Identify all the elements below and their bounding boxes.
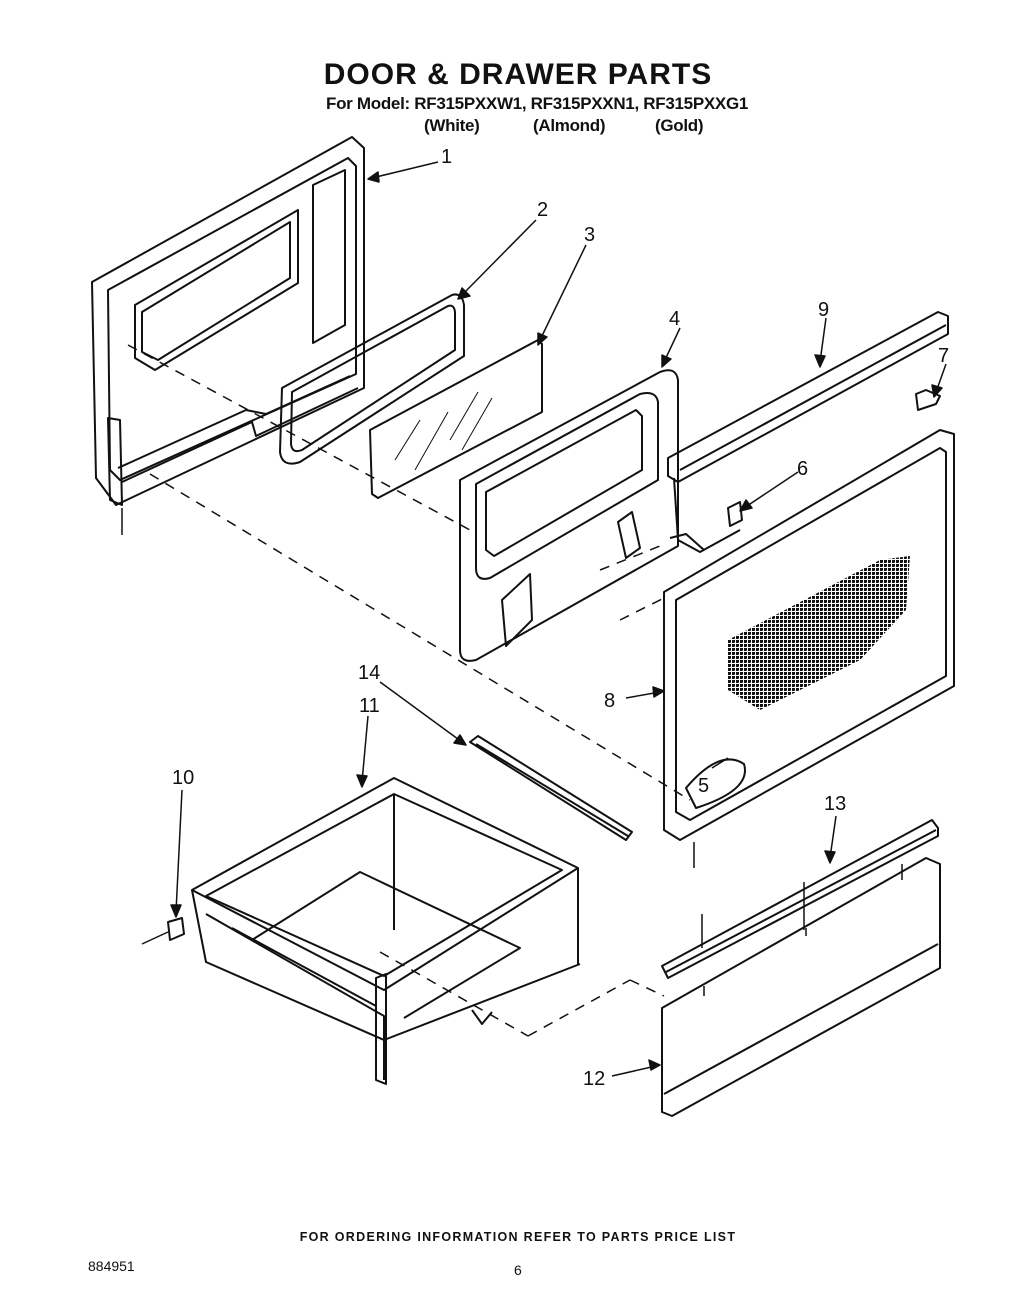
drawer-front [661,857,941,1117]
callout-10: 10 [172,767,194,789]
door-clip-channel [669,477,743,553]
variant-white: (White) [424,116,480,135]
ordering-info: FOR ORDERING INFORMATION REFER TO PARTS … [299,1230,737,1244]
document-number: 884951 [88,1258,135,1274]
callout-12: 12 [583,1068,605,1090]
storage-drawer [191,777,581,1085]
drawer-clip [141,917,185,945]
window-glass [369,339,543,499]
callout-6: 6 [797,458,808,480]
page-title: DOOR & DRAWER PARTS [323,58,713,91]
drawer-rail [469,735,633,841]
callout-numbers: 1 2 3 4 5 6 7 8 9 10 11 12 13 14 [172,146,949,1090]
callout-9: 9 [818,299,829,321]
callout-5: 5 [698,775,709,797]
callout-1: 1 [441,146,452,168]
callout-4: 4 [669,308,680,330]
inner-door-panel [459,369,679,662]
model-line: For Model: RF315PXXW1, RF315PXXN1, RF315… [326,94,749,113]
callout-3: 3 [584,224,595,246]
alignment-lines [127,344,691,1037]
door-bracket [915,389,941,411]
callout-13: 13 [824,793,846,815]
drawer-trim [661,819,939,979]
outer-door-panel [91,136,365,535]
door-trim-strip [667,311,949,483]
callout-14: 14 [358,662,380,684]
door-gasket [279,293,465,465]
callout-8: 8 [604,690,615,712]
variant-gold: (Gold) [655,116,704,135]
callout-11: 11 [359,695,380,717]
page-number: 6 [514,1262,522,1278]
callout-2: 2 [537,199,548,221]
leader-lines [170,161,947,1077]
callout-7: 7 [938,345,949,367]
door-outer-panel [663,429,955,868]
variant-almond: (Almond) [533,116,606,135]
